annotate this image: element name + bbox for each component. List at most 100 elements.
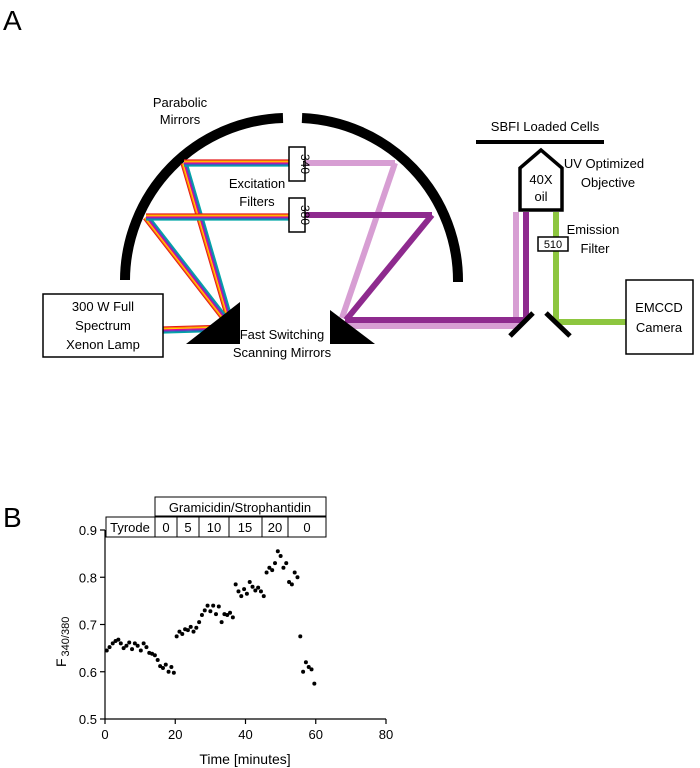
data-point: [199, 613, 204, 618]
data-point: [169, 665, 174, 670]
objective: [518, 147, 564, 212]
emission-filter-box: [537, 236, 569, 252]
header-cell-tyrode: Tyrode: [110, 520, 150, 535]
data-point: [177, 629, 182, 634]
lamp-label-1: 300 W Full: [72, 299, 134, 314]
data-point: [110, 641, 115, 646]
data-point: [135, 643, 140, 648]
data-point: [233, 582, 238, 587]
plot-axes: [104, 530, 386, 720]
x-tick-label: 20: [168, 727, 182, 742]
data-point: [303, 660, 308, 665]
cells-label: SBFI Loaded Cells: [491, 119, 600, 134]
data-point: [138, 648, 143, 653]
header-cell-10: 10: [207, 520, 221, 535]
camera-box: [625, 279, 694, 355]
data-point: [247, 579, 252, 584]
objective-label-2: Objective: [581, 175, 635, 190]
beam-380-diagonal: [343, 213, 435, 322]
excitation-label-2: Filters: [239, 194, 275, 209]
header-cell-15: 15: [238, 520, 252, 535]
data-point: [132, 641, 137, 646]
parabolic-mirror-left: [120, 113, 284, 281]
data-points: [104, 549, 317, 686]
data-point: [197, 620, 202, 625]
spectrum-ray: [143, 218, 231, 331]
emission-label-2: Filter: [581, 241, 611, 256]
data-point: [213, 612, 218, 617]
data-point: [180, 631, 185, 636]
panel-a-label: A: [3, 5, 22, 36]
data-point: [155, 657, 160, 662]
objective-mag: 40X: [529, 172, 552, 187]
excitation-beams: [296, 160, 626, 329]
panel-b: B Gramicidin/Strophantidin Tyrode 0 5 10…: [3, 496, 393, 767]
y-tick-label: 0.9: [79, 523, 97, 538]
data-point: [244, 591, 249, 596]
objective-label-1: UV Optimized: [564, 156, 644, 171]
x-tick-label: 80: [379, 727, 393, 742]
data-point: [160, 665, 165, 670]
dichroic-mirror-right: [544, 311, 572, 338]
spectrum-ray: [181, 163, 231, 329]
dichroic-mirror-left: [508, 311, 535, 338]
spectrum-ray: [185, 162, 235, 328]
data-point: [236, 589, 241, 594]
data-point: [127, 640, 132, 645]
spectrum-ray: [186, 161, 236, 328]
scanning-mirror-right: [330, 310, 375, 344]
filter-340-label: 340: [298, 154, 312, 174]
spectrum-ray: [146, 215, 234, 328]
data-point: [171, 670, 176, 675]
data-point: [174, 634, 179, 639]
y-tick-label: 0.6: [79, 665, 97, 680]
spectrum-ray: [147, 215, 235, 328]
data-point: [261, 594, 266, 599]
spectrum-ray: [144, 217, 232, 330]
camera-label-1: EMCCD: [635, 300, 683, 315]
spectrum-ray: [180, 163, 230, 330]
data-point: [306, 665, 311, 670]
data-point: [267, 565, 272, 570]
data-point: [202, 608, 207, 613]
data-point: [301, 669, 306, 674]
data-point: [219, 620, 224, 625]
panel-a: A 340 380 Parabolic Mirr: [3, 5, 694, 360]
data-point: [208, 609, 213, 614]
data-point: [163, 662, 168, 667]
y-tick-label: 0.8: [79, 570, 97, 585]
data-point: [258, 589, 263, 594]
data-point: [205, 603, 210, 608]
data-point: [211, 603, 216, 608]
data-point: [284, 561, 289, 566]
data-point: [228, 610, 233, 615]
data-point: [292, 570, 297, 575]
data-point: [107, 645, 112, 650]
data-point: [141, 641, 146, 646]
spectrum-ray: [145, 216, 233, 329]
x-tick-label: 40: [238, 727, 252, 742]
treatment-header: [105, 496, 327, 538]
spectrum-ray: [183, 162, 233, 329]
lamp-label-3: Xenon Lamp: [66, 337, 140, 352]
data-point: [124, 643, 129, 648]
scanning-label-2: Scanning Mirrors: [233, 345, 332, 360]
x-axis-label: Time [minutes]: [199, 751, 290, 767]
data-point: [118, 641, 123, 646]
data-point: [216, 604, 221, 609]
spectrum-ray: [147, 214, 235, 327]
spectrum-ray: [184, 162, 234, 328]
lamp-box: [42, 293, 164, 358]
x-tick-label: 60: [309, 727, 323, 742]
emission-filter-value: 510: [544, 239, 562, 251]
data-point: [295, 575, 300, 580]
data-point: [144, 645, 149, 650]
data-point: [289, 582, 294, 587]
spectrum-ray: [143, 217, 231, 330]
data-point: [287, 579, 292, 584]
data-point: [270, 568, 275, 573]
y-tick-label: 0.7: [79, 618, 97, 633]
x-tick-label: 0: [101, 727, 108, 742]
data-point: [275, 549, 280, 554]
spectrum-ray: [182, 163, 232, 329]
